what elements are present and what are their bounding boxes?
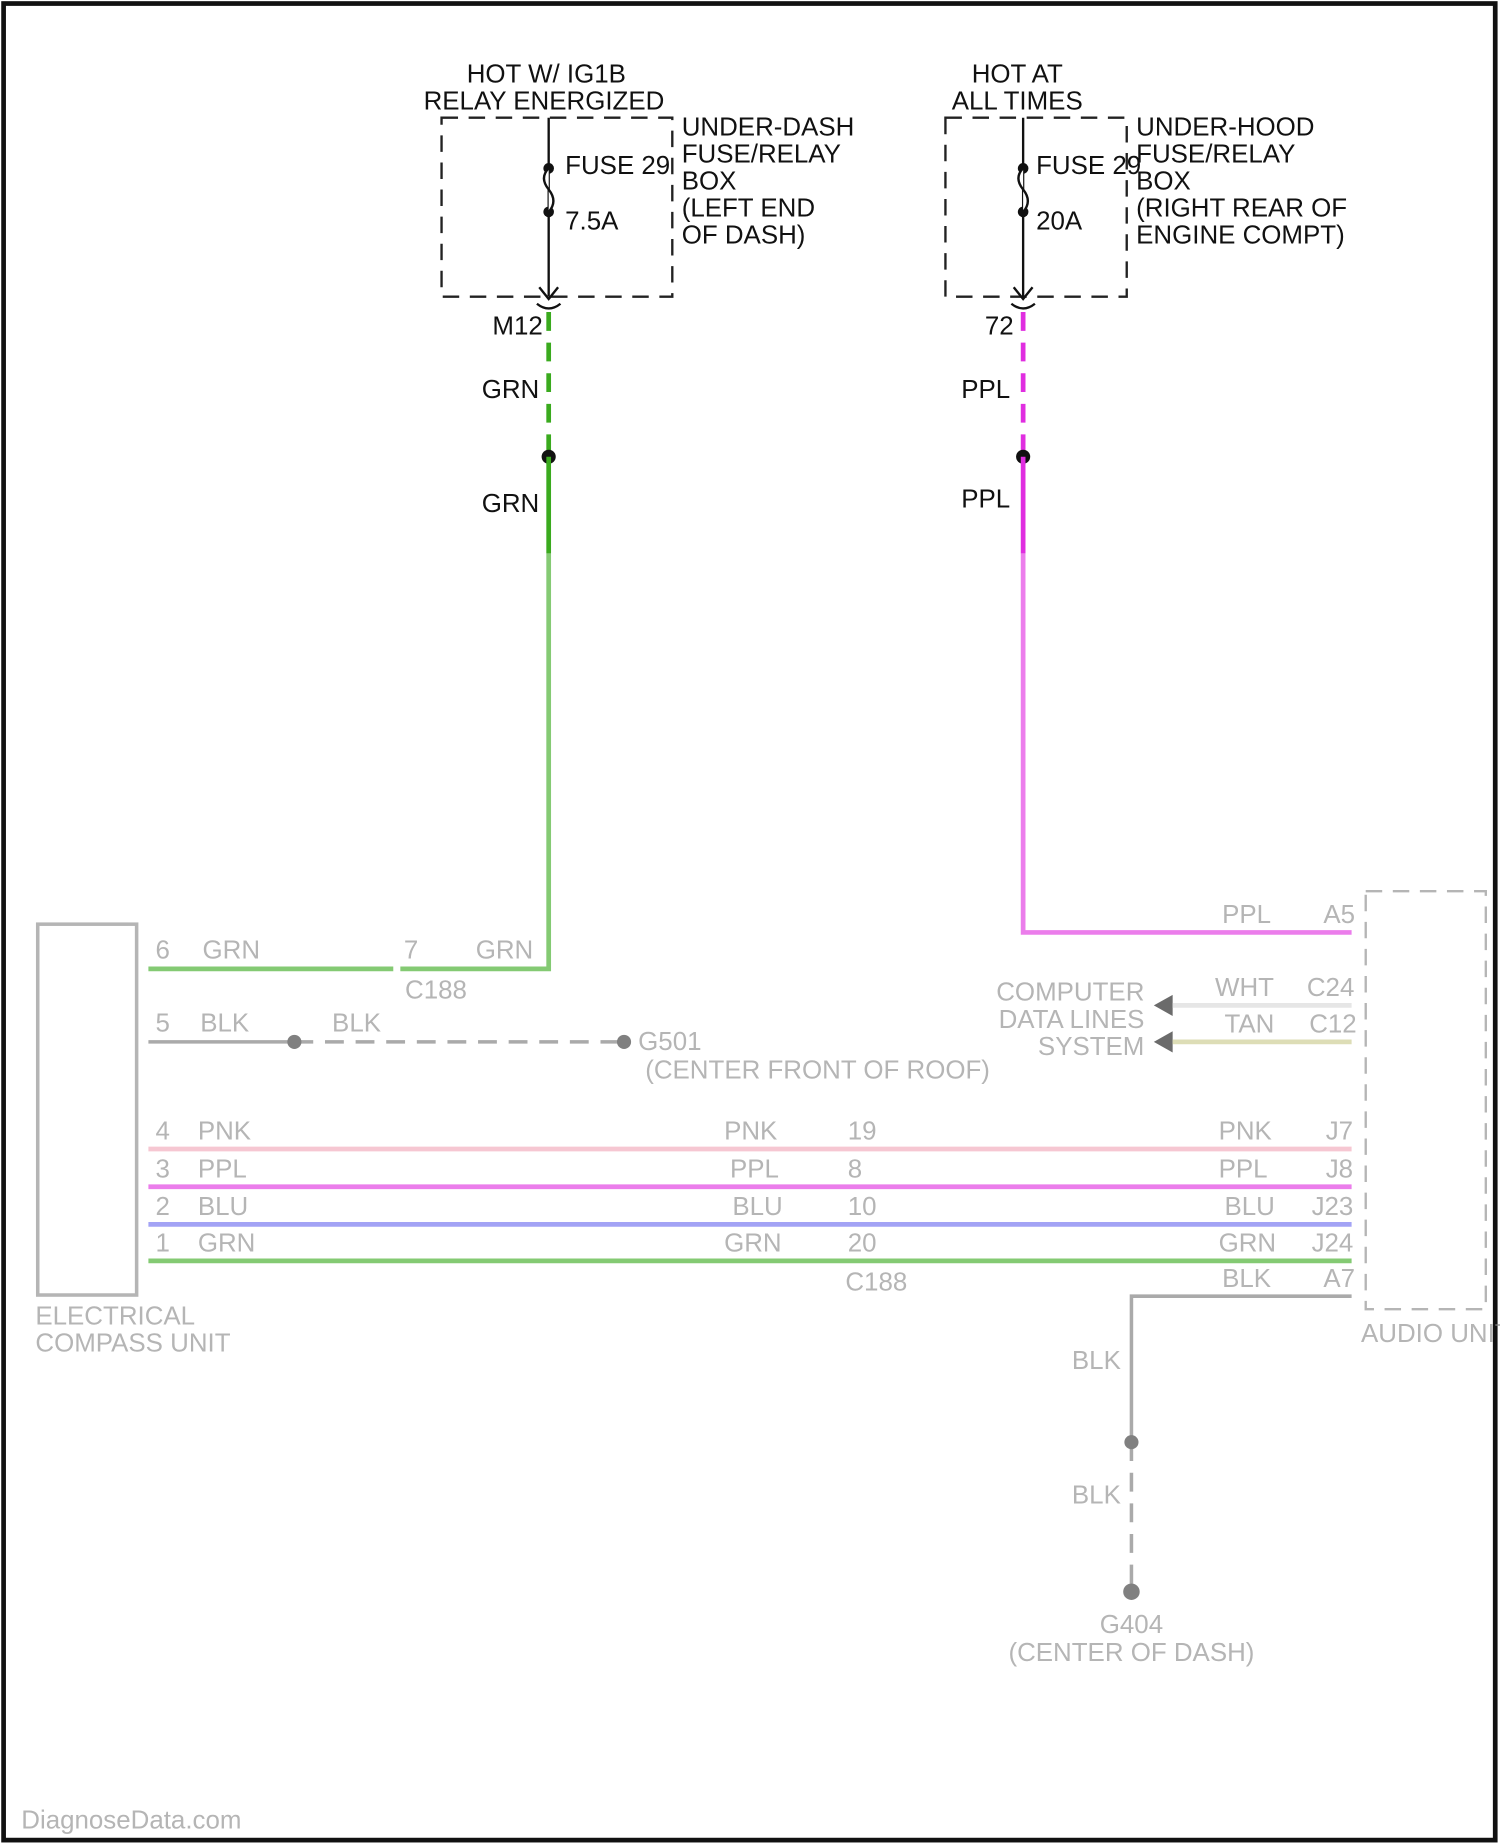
left-box-desc-5: OF DASH) <box>682 222 806 250</box>
right-source-title-2: ALL TIMES <box>952 87 1083 115</box>
grn-power-wire <box>400 553 548 969</box>
audio-data-pin-1: C24 <box>1307 974 1355 1002</box>
roof-ground-id: G501 <box>638 1028 701 1056</box>
roof-splice-wire: BLK <box>332 1009 381 1037</box>
dash-ground-id: G404 <box>1100 1611 1163 1639</box>
lower-section: PPL A5 ELECTRICAL COMPASS UNIT 6 GRN 7 G… <box>21 553 1500 1834</box>
compass-pin-5: 5 <box>155 1009 169 1037</box>
blk-ground-wire <box>1131 1296 1351 1442</box>
compass-pin-1: 1 <box>155 1229 169 1257</box>
power-link-connector: C188 <box>405 976 467 1004</box>
c188-pin-4: 20 <box>848 1229 877 1257</box>
left-box-desc-1: UNDER-DASH <box>682 113 855 141</box>
audio-unit-box <box>1366 891 1486 1309</box>
dash-wire-label-upper: BLK <box>1072 1347 1121 1375</box>
left-box-desc-2: FUSE/RELAY <box>682 140 841 168</box>
compass-unit-label-1: ELECTRICAL <box>35 1302 195 1330</box>
left-wire-label-upper: GRN <box>482 376 540 404</box>
compass-pin-6: 6 <box>155 936 169 964</box>
audio-unit-label: AUDIO UNIT <box>1361 1320 1500 1348</box>
dash-splice-dot <box>1124 1435 1138 1449</box>
right-box-desc-1: UNDER-HOOD <box>1136 113 1314 141</box>
computer-data-line-3: SYSTEM <box>1038 1033 1144 1061</box>
left-fuse-source: HOT W/ IG1B RELAY ENERGIZED FUSE 29 7.5A… <box>424 60 855 553</box>
footer-watermark: DiagnoseData.com <box>21 1806 241 1834</box>
right-box-desc-2: FUSE/RELAY <box>1136 140 1295 168</box>
ppl-power-wire-label: PPL <box>1222 901 1271 929</box>
right-fuse-source: HOT AT ALL TIMES FUSE 29 20A UNDER-HOOD … <box>945 60 1347 553</box>
right-wire-label-lower: PPL <box>961 485 1010 513</box>
wht-data-wire-label: WHT <box>1215 974 1274 1002</box>
compass-unit-box <box>38 924 137 1295</box>
data-arrow-icon-2 <box>1154 1031 1173 1052</box>
right-fuse-name: FUSE 29 <box>1036 152 1141 180</box>
left-source-title-2: RELAY ENERGIZED <box>424 87 665 115</box>
c188-pin-1: 19 <box>848 1118 877 1146</box>
audio-ground-pin: A7 <box>1323 1265 1355 1293</box>
right-connector-cup-icon <box>1011 304 1035 309</box>
data-arrow-icon-1 <box>1154 995 1173 1016</box>
c188-connector-label: C188 <box>845 1268 907 1296</box>
compass-pin-6-wire: GRN <box>203 936 261 964</box>
ppl-power-wire <box>1023 553 1351 932</box>
computer-data-line-1: COMPUTER <box>996 979 1144 1007</box>
compass-pin-3: 3 <box>155 1155 169 1183</box>
tan-data-wire-label: TAN <box>1224 1010 1274 1038</box>
dash-wire-label-lower: BLK <box>1072 1481 1121 1509</box>
audio-pin-2: J8 <box>1326 1155 1353 1183</box>
dash-ground-desc: (CENTER OF DASH) <box>1008 1639 1254 1667</box>
compass-pin-4: 4 <box>155 1118 169 1146</box>
left-connector-label: M12 <box>492 312 542 340</box>
left-source-title-1: HOT W/ IG1B <box>467 60 626 88</box>
compass-pin-3-wire: PPL <box>198 1155 247 1183</box>
c188-wire-right-4: GRN <box>1219 1229 1277 1257</box>
audio-pin-4: J24 <box>1312 1229 1354 1257</box>
c188-pin-3: 10 <box>848 1193 877 1221</box>
c188-wire-left-2: PPL <box>730 1155 779 1183</box>
left-connector-cup-icon <box>537 304 561 309</box>
right-connector-label: 72 <box>985 312 1014 340</box>
compass-pin-1-wire: GRN <box>198 1229 256 1257</box>
right-box-desc-4: (RIGHT REAR OF <box>1136 195 1347 223</box>
compass-pin-2-wire: BLU <box>198 1193 248 1221</box>
dash-ground-icon <box>1123 1583 1139 1599</box>
left-box-desc-3: BOX <box>682 168 737 196</box>
compass-pin-2: 2 <box>155 1193 169 1221</box>
c188-wire-right-2: PPL <box>1219 1155 1268 1183</box>
audio-data-pin-2: C12 <box>1309 1010 1357 1038</box>
right-fuse-rating: 20A <box>1036 208 1083 236</box>
computer-data-line-2: DATA LINES <box>999 1006 1145 1034</box>
c188-wire-left-1: PNK <box>724 1118 777 1146</box>
audio-pin-power: A5 <box>1323 901 1355 929</box>
right-fuse-element-icon <box>1018 168 1027 212</box>
ground-wire-label: BLK <box>1222 1265 1271 1293</box>
right-wire-label-upper: PPL <box>961 376 1010 404</box>
right-box-desc-5: ENGINE COMPT) <box>1136 222 1345 250</box>
left-fuse-name: FUSE 29 <box>565 152 670 180</box>
compass-unit-label-2: COMPASS UNIT <box>35 1330 230 1358</box>
left-wire-label-lower: GRN <box>482 490 540 518</box>
compass-pin-5-wire: BLK <box>200 1009 249 1037</box>
roof-splice-dot <box>287 1035 301 1049</box>
compass-pin-4-wire: PNK <box>198 1118 251 1146</box>
roof-ground-desc: (CENTER FRONT OF ROOF) <box>645 1056 990 1084</box>
power-link-pin: 7 <box>404 936 418 964</box>
audio-pin-3: J23 <box>1312 1193 1354 1221</box>
left-fuse-box <box>442 118 673 297</box>
c188-wire-right-1: PNK <box>1219 1118 1272 1146</box>
c188-wire-left-3: BLU <box>732 1193 782 1221</box>
power-link-wire: GRN <box>476 936 534 964</box>
right-box-desc-3: BOX <box>1136 168 1191 196</box>
left-fuse-rating: 7.5A <box>565 208 619 236</box>
c188-wire-left-4: GRN <box>724 1229 782 1257</box>
audio-pin-1: J7 <box>1326 1118 1353 1146</box>
right-source-title-1: HOT AT <box>972 60 1063 88</box>
c188-pin-2: 8 <box>848 1155 862 1183</box>
left-box-desc-4: (LEFT END <box>682 195 815 223</box>
diagram-frame <box>4 4 1496 1841</box>
roof-ground-icon <box>617 1035 631 1049</box>
c188-wire-right-3: BLU <box>1224 1193 1274 1221</box>
